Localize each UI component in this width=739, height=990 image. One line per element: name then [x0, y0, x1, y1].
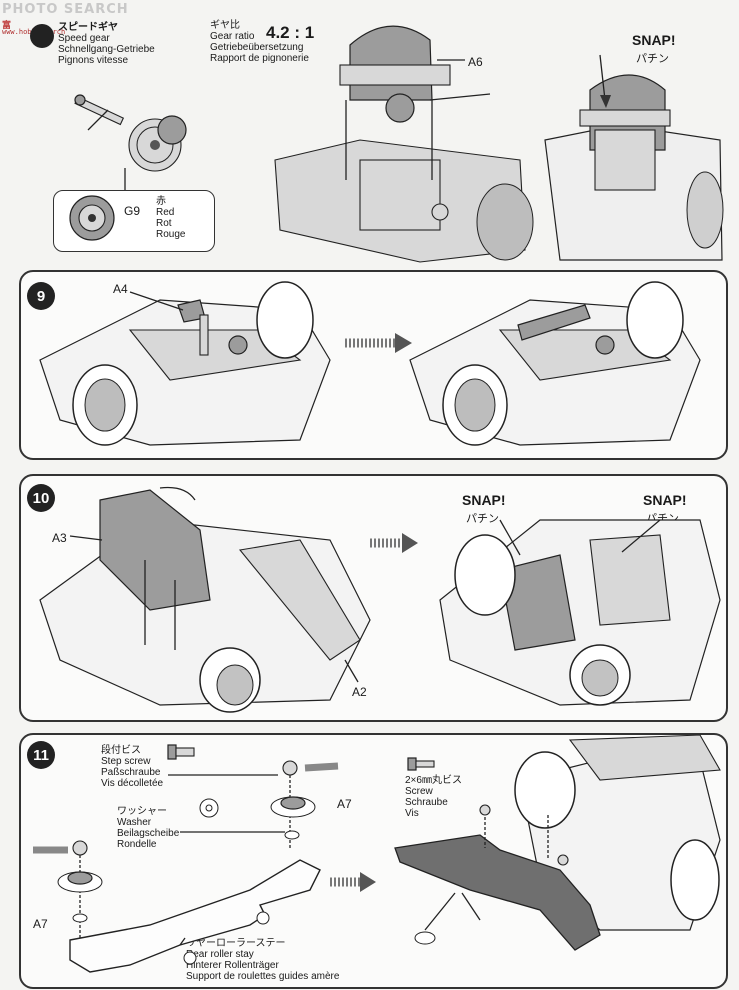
step-screw-de: Paßschraube	[101, 767, 161, 778]
snap-label-1-jp: パチン	[466, 513, 499, 525]
stay-en: Rear roller stay	[186, 949, 254, 960]
watermark-logo: PHOTO SEARCH	[2, 2, 129, 17]
gear-color-jp: 赤	[156, 196, 166, 207]
part-label-a6: A6	[468, 55, 483, 69]
screw-en: Screw	[405, 786, 433, 797]
washer-jp: ワッシャー	[117, 806, 167, 817]
step8-title-jp: スピードギヤ	[58, 22, 118, 33]
step8-badge	[30, 24, 54, 48]
gear-color-de: Rot	[156, 218, 172, 229]
step8-title-fr: Pignons vitesse	[58, 55, 129, 66]
direction-arrow-icon	[429, 93, 491, 101]
step-9-panel	[19, 270, 728, 460]
snap-label-2: SNAP!	[643, 492, 687, 508]
stay-de: Hinterer Rollenträger	[186, 960, 279, 971]
gear-g9-icon	[69, 195, 115, 241]
chassis-gearbox-drawing	[274, 25, 534, 263]
step-9-number: 9	[27, 282, 55, 310]
step8-title-en: Speed gear	[58, 33, 110, 44]
step-10-number: 10	[27, 484, 55, 512]
install-arrow-icon	[87, 109, 109, 131]
screw-jp: 2×6㎜丸ビス	[405, 775, 462, 786]
watermark-mark: 富	[2, 21, 12, 31]
washer-en: Washer	[117, 817, 152, 828]
washer-de: Beilagscheibe	[117, 828, 180, 839]
step-screw-fr: Vis décolletée	[101, 778, 164, 789]
part-label-a2: A2	[352, 685, 367, 699]
part-label-a7-left: A7	[33, 917, 48, 931]
part-label-a7-right: A7	[337, 797, 352, 811]
gear-color-fr: Rouge	[156, 229, 186, 240]
gear-color-en: Red	[156, 207, 175, 218]
screw-de: Schraube	[405, 797, 448, 808]
step8-title-de: Schnellgang-Getriebe	[58, 44, 155, 55]
step-11-number: 11	[27, 741, 55, 769]
snap-label-jp: パチン	[636, 53, 669, 65]
step-10-panel	[19, 474, 728, 722]
washer-fr: Rondelle	[117, 839, 157, 850]
ratio-label-fr: Rapport de pignonerie	[210, 53, 309, 64]
part-label-a3: A3	[52, 531, 67, 545]
gear-ratio-value: 4.2 : 1	[266, 23, 315, 42]
step8-illustration	[30, 24, 724, 263]
ratio-label-jp: ギヤ比	[210, 20, 240, 31]
stay-fr: Support de roulettes guides amère	[186, 971, 340, 982]
assembled-gearbox-drawing	[544, 54, 724, 261]
stay-jp: リヤーローラーステー	[186, 938, 286, 949]
snap-label: SNAP!	[632, 32, 676, 48]
axle-pin-icon	[74, 94, 125, 126]
part-label-a4: A4	[113, 282, 128, 296]
ratio-label-en: Gear ratio	[210, 31, 255, 42]
gear-code: G9	[124, 204, 141, 218]
speed-gear-icon	[128, 115, 187, 172]
snap-label-1: SNAP!	[462, 492, 506, 508]
screw-fr: Vis	[405, 808, 419, 819]
step-screw-jp: 段付ビス	[101, 745, 141, 756]
ratio-label-de: Getriebeübersetzung	[210, 42, 304, 53]
snap-label-2-jp: パチン	[646, 513, 679, 525]
step-screw-en: Step screw	[101, 756, 151, 767]
